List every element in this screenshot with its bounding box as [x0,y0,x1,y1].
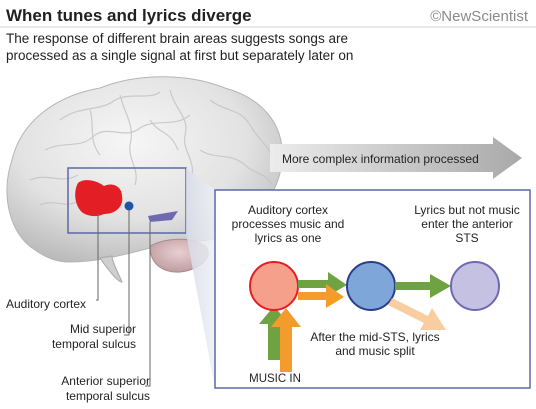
credit-logo: ©NewScientist [430,8,528,25]
page-subtitle: The response of different brain areas su… [6,31,354,63]
link-green-1 [298,272,347,296]
leader-auditory [96,214,99,301]
complexity-arrow [270,137,522,179]
anterior-sts-region [148,211,178,222]
stage2-circle [346,261,396,311]
link-green-2 [395,274,451,298]
leader-mid [124,210,130,336]
zoom-wedge [186,168,215,388]
mid-sts-region [124,201,134,211]
brainstem [99,255,123,283]
label-auditory-cortex: Auditory cortex [6,297,87,311]
input-arrow-orange [271,308,301,372]
stage1-caption: Auditory cortex processes music and lyri… [231,203,345,245]
auditory-cortex-region [75,180,123,217]
input-label: MUSIC IN [249,373,301,385]
stage2-caption: After the mid-STS, lyrics and music spli… [310,330,440,358]
link-orange-2 [388,298,446,330]
stage3-caption: Lyrics but not music enter the anterior … [414,203,520,245]
complexity-arrow-label: More complex information processed [282,152,479,166]
stage3-circle [450,261,500,311]
label-anterior-sts: Anterior superior temporal sulcus [61,374,150,403]
link-orange-1 [298,284,344,308]
stage1-circle [249,261,299,311]
label-mid-sts: Mid superior temporal sulcus [51,322,136,351]
page-title: When tunes and lyrics diverge [6,6,252,25]
leader-anterior [145,222,151,387]
